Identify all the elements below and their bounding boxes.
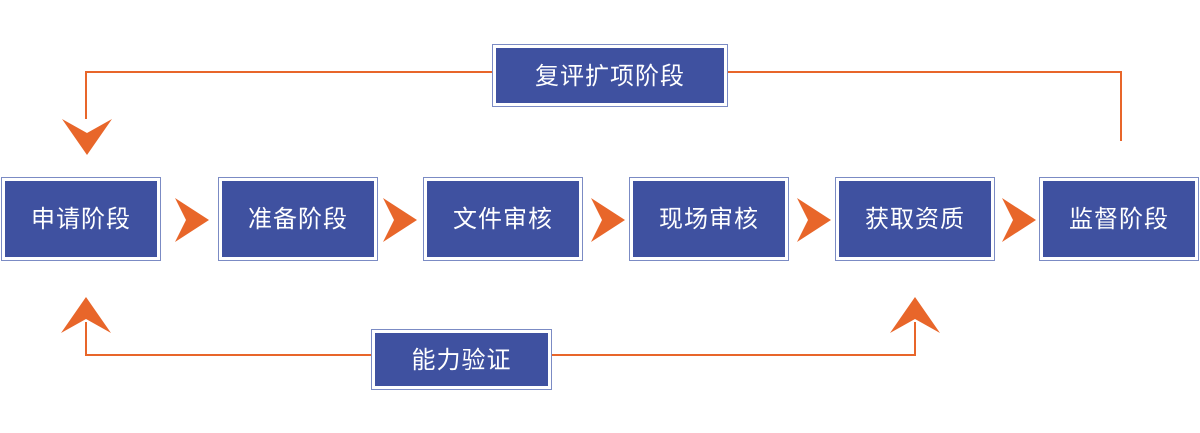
node-reassessment-expansion-stage[interactable]: 复评扩项阶段 <box>492 44 728 107</box>
chevron-right-icon-5 <box>999 196 1039 244</box>
node-obtain-qualification[interactable]: 获取资质 <box>835 177 995 261</box>
chevron-right-icon-4 <box>794 196 834 244</box>
bottom-connector-line-vertical-left <box>85 322 87 355</box>
bottom-connector-line-vertical-right <box>914 322 916 355</box>
node-proficiency-testing[interactable]: 能力验证 <box>371 329 552 390</box>
bottom-connector-line-left <box>85 354 375 356</box>
node-label: 监督阶段 <box>1069 205 1169 233</box>
top-connector-line-right <box>727 71 1122 73</box>
node-label: 获取资质 <box>865 205 965 233</box>
node-onsite-audit[interactable]: 现场审核 <box>629 177 789 261</box>
bottom-connector-line-right <box>551 354 916 356</box>
arrowhead-up-to-qualification <box>888 297 942 337</box>
node-label: 能力验证 <box>411 345 512 374</box>
node-label: 文件审核 <box>453 205 553 233</box>
chevron-right-icon-3 <box>588 196 628 244</box>
top-connector-line-vertical-right <box>1120 71 1122 141</box>
arrowhead-down-to-application <box>60 110 114 155</box>
node-document-review[interactable]: 文件审核 <box>423 177 583 261</box>
chevron-right-icon-2 <box>380 196 420 244</box>
node-label: 申请阶段 <box>31 205 131 233</box>
node-supervision-stage[interactable]: 监督阶段 <box>1039 177 1199 261</box>
node-label: 现场审核 <box>659 205 759 233</box>
chevron-right-icon-1 <box>172 196 212 244</box>
top-connector-line-left <box>85 71 495 73</box>
top-connector-line-vertical-left <box>85 71 87 119</box>
node-preparation-stage[interactable]: 准备阶段 <box>218 177 378 261</box>
arrowhead-up-to-application <box>59 297 113 337</box>
node-label: 准备阶段 <box>248 205 348 233</box>
node-label: 复评扩项阶段 <box>535 61 685 90</box>
node-application-stage[interactable]: 申请阶段 <box>1 177 161 261</box>
